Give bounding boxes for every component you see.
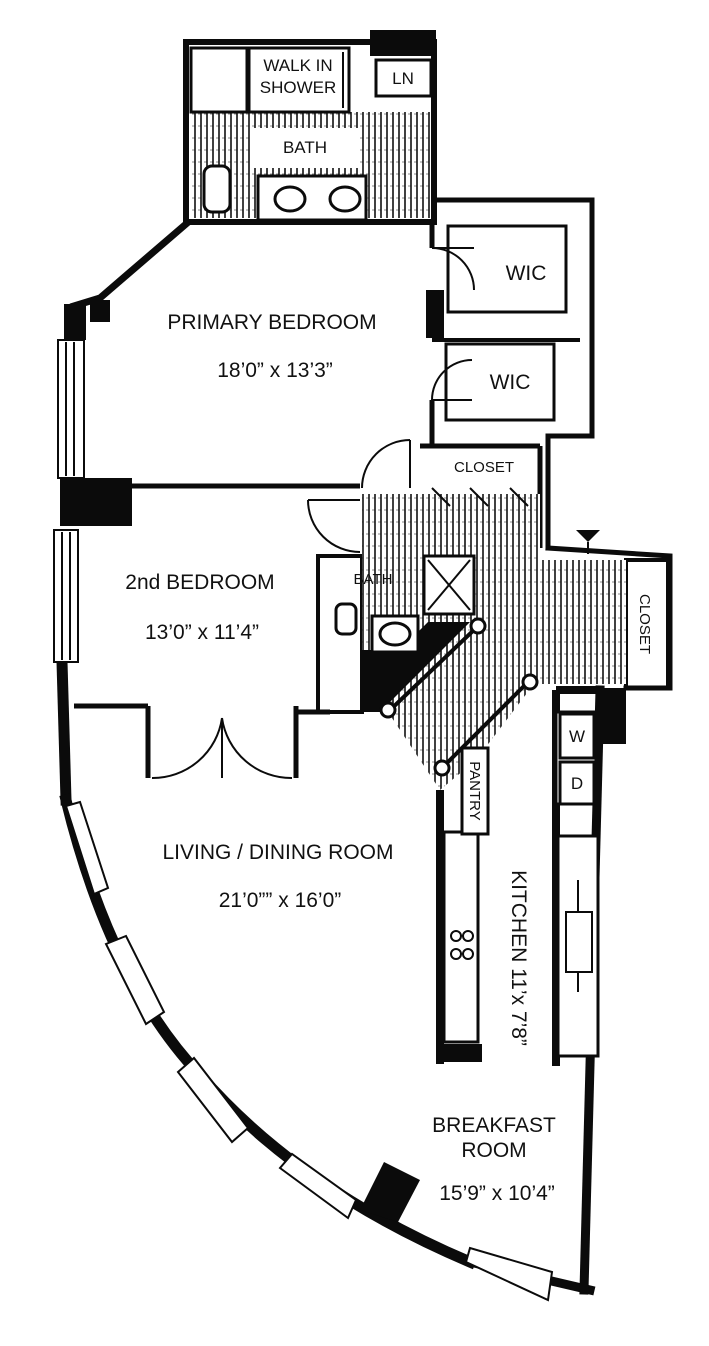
second-bedroom-name: 2nd BEDROOM [125,571,274,594]
walk-in-shower-label-1: WALK IN [263,56,332,75]
pantry [460,746,490,836]
pantry-label: PANTRY [466,761,483,820]
linen-closet [374,58,433,98]
primary-bath-label: BATH [283,138,327,157]
toilet-icon [202,164,232,214]
wic-upper-label: WIC [506,262,547,285]
living-dining-name: LIVING / DINING ROOM [162,841,393,864]
entry-arrow-icon [576,530,600,554]
hall-closet-label: CLOSET [454,459,514,476]
sink-icon [378,621,412,647]
primary-bedroom-name: PRIMARY BEDROOM [167,311,376,334]
window-icon [64,800,554,1302]
dryer-label: D [571,774,583,793]
primary-bedroom-dims: 18’0” x 13’3” [217,359,333,382]
second-bath-label: BATH [354,571,393,588]
stove-icon [450,911,593,973]
breakfast-label-2: ROOM [461,1139,526,1162]
second-bedroom-dims: 13’0” x 11’4” [145,621,259,644]
living-dining-dims: 21’0”” x 16’0” [219,889,342,912]
sink-icon [328,185,362,213]
linen-label: LN [392,69,414,88]
entry-closet-label: CLOSET [636,594,653,654]
hallway-floor [362,494,626,790]
wic-lower-label: WIC [490,371,531,394]
washer-dryer [558,712,596,806]
walk-in-shower-label-2: SHOWER [260,78,337,97]
walk-in-shower [247,46,351,114]
primary-bath-block [183,30,437,225]
shower-bench [189,46,249,114]
kitchen-label: KITCHEN 11’x 7’8” [507,870,530,1046]
washer-label: W [569,727,585,746]
toilet-icon [334,602,358,636]
sink-icon [273,185,307,213]
door-swing-icon [151,247,529,780]
breakfast-label-1: BREAKFAST [432,1114,556,1137]
breakfast-dims: 15’9” x 10’4” [439,1182,555,1205]
window-icon [53,339,85,663]
